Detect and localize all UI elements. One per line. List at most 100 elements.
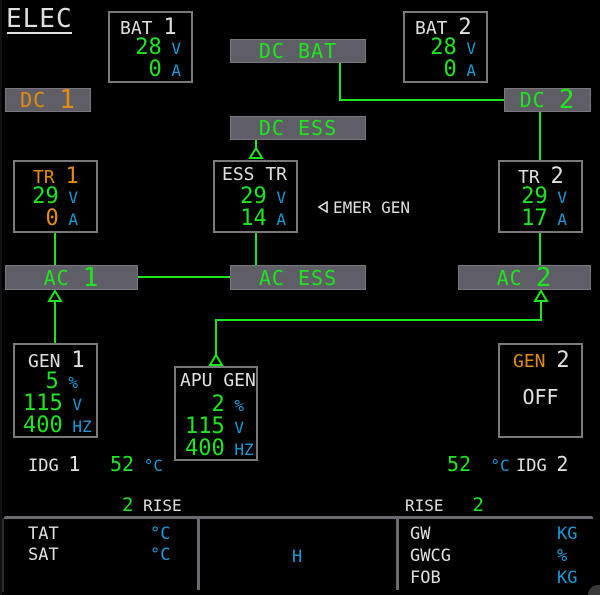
bat1-box: BAT 1 28 V 0 A [108, 11, 193, 83]
bat1-num: 1 [163, 15, 177, 40]
line-apu-up [215, 319, 217, 355]
bus-dc-ess: DC ESS [230, 116, 366, 140]
idg2-row: IDG 2 [516, 452, 568, 476]
bat2-title: BAT 2 [415, 15, 472, 40]
bat1-volts-row: 28 V [135, 35, 181, 60]
apu-gen-label: APU GEN [180, 370, 256, 391]
bus-dc-bat-label: DC BAT [258, 39, 338, 63]
bus-ac1-prefix: AC [43, 265, 70, 290]
gen1-load: 5 [45, 369, 59, 394]
line-dc2-tr2 [539, 112, 541, 162]
bus-dc2-num: 2 [558, 85, 576, 115]
tr2-volts-unit: V [557, 188, 567, 207]
line-dcess-stem [255, 139, 257, 147]
idg1-num: 1 [68, 452, 81, 476]
emer-gen-label: EMER GEN [333, 198, 411, 217]
bat1-amps-row: 0 A [148, 57, 181, 82]
gen2-num: 2 [556, 348, 570, 373]
tr2-amps-unit: A [557, 210, 567, 229]
footer-divider-right [396, 518, 399, 590]
idg2-rise-label: RISE [405, 496, 444, 515]
bus-ac2-num: 2 [535, 262, 553, 293]
emer-gen-arrow-icon [317, 201, 328, 213]
bus-ac-ess: AC ESS [230, 265, 366, 290]
line-dcbat-down [339, 62, 341, 101]
bus-ac2-prefix: AC [496, 265, 523, 290]
tr1-volts: 29 [32, 184, 59, 209]
gen1-freq-row: 400 HZ [23, 413, 92, 438]
bus-dc2: DC 2 [504, 85, 591, 115]
bus-dc-ess-label: DC ESS [258, 116, 338, 140]
idg2-label: IDG [516, 456, 547, 476]
bat2-amps-row: 0 A [443, 57, 476, 82]
bat1-amps: 0 [148, 57, 162, 82]
bus-ac1-num: 1 [82, 262, 100, 293]
idg1-row: IDG 1 [28, 452, 80, 476]
ess-tr-volts-row: 29 V [240, 184, 286, 209]
bat2-label: BAT [415, 18, 448, 39]
ess-tr-volts-unit: V [276, 188, 286, 207]
apu-gen-freq: 400 [185, 436, 225, 461]
idg2-temp: 52 [447, 452, 472, 476]
apu-gen-title: APU GEN [180, 370, 256, 391]
footer-fob-label: FOB [410, 568, 441, 588]
apu-gen-volts-row: 115 V [185, 414, 244, 439]
ac2-arrow-icon [533, 289, 549, 302]
footer-gwcg-label: GWCG [410, 546, 451, 566]
gen1-num: 1 [71, 348, 85, 373]
bus-ac-ess-label: AC ESS [258, 265, 338, 290]
tr2-volts: 29 [521, 184, 548, 209]
footer-gw-label: GW [410, 524, 431, 544]
gen1-box: GEN 1 5 % 115 V 400 HZ [13, 343, 98, 438]
apu-gen-volts: 115 [185, 414, 225, 439]
bat2-volts: 28 [430, 35, 457, 60]
apu-arrow-icon [208, 353, 224, 366]
bus-ac2: AC 2 [458, 262, 591, 293]
idg1-temp-unit: °C [143, 456, 163, 475]
idg2-temp-row: 52 °C [447, 452, 510, 476]
gen1-label: GEN [28, 351, 61, 372]
page-title: ELEC [6, 4, 73, 34]
bat1-volts: 28 [135, 35, 162, 60]
bus-dc1: DC 1 [5, 85, 91, 115]
tr2-amps-row: 17 A [521, 206, 567, 231]
footer-gwcg-unit: % [557, 546, 568, 566]
apu-gen-load: 2 [211, 392, 225, 417]
footer-divider-left [197, 518, 200, 590]
idg2-temp-unit: °C [490, 456, 510, 475]
line-ac1-acess [138, 276, 231, 278]
bat2-num: 2 [458, 15, 472, 40]
bat1-amps-unit: A [171, 61, 181, 80]
bat2-amps-unit: A [466, 61, 476, 80]
gen1-freq: 400 [23, 413, 63, 438]
footer-tat-unit: °C [150, 524, 171, 544]
gen1-title: GEN 1 [28, 348, 85, 373]
ess-tr-box: ESS TR 29 V 14 A [213, 160, 298, 233]
ac1-arrow-icon [47, 289, 63, 302]
line-dcbat-dc2 [339, 99, 506, 101]
footer-sat-unit: °C [150, 545, 171, 565]
idg1-rise-row: 2 RISE [122, 494, 182, 516]
apu-gen-load-row: 2 % [211, 392, 244, 417]
footer-sat-label: SAT [28, 545, 59, 565]
bus-dc1-num: 1 [59, 85, 76, 115]
tr1-label: TR [33, 167, 55, 188]
display-bezel-bottom-right [588, 585, 600, 595]
ess-tr-title: ESS TR [222, 164, 287, 185]
idg1-label: IDG [28, 456, 59, 476]
idg1-temp-row: 52 °C [110, 452, 163, 476]
gen1-volts: 115 [23, 391, 63, 416]
gen1-freq-unit: HZ [72, 417, 92, 436]
tr2-title: TR 2 [518, 164, 564, 189]
bat2-box: BAT 2 28 V 0 A [403, 11, 488, 83]
tr2-box: TR 2 29 V 17 A [498, 160, 583, 233]
gen1-volts-unit: V [72, 395, 83, 414]
apu-gen-box: APU GEN 2 % 115 V 400 HZ [174, 366, 258, 461]
tr1-amps-row: 0 A [45, 206, 78, 231]
footer-gw-unit: KG [557, 524, 578, 544]
tr1-volts-row: 29 V [32, 184, 78, 209]
tr2-label: TR [518, 167, 540, 188]
gen1-load-unit: % [68, 373, 78, 392]
idg1-rise-value: 2 [122, 494, 134, 516]
bat2-volts-unit: V [466, 39, 476, 58]
